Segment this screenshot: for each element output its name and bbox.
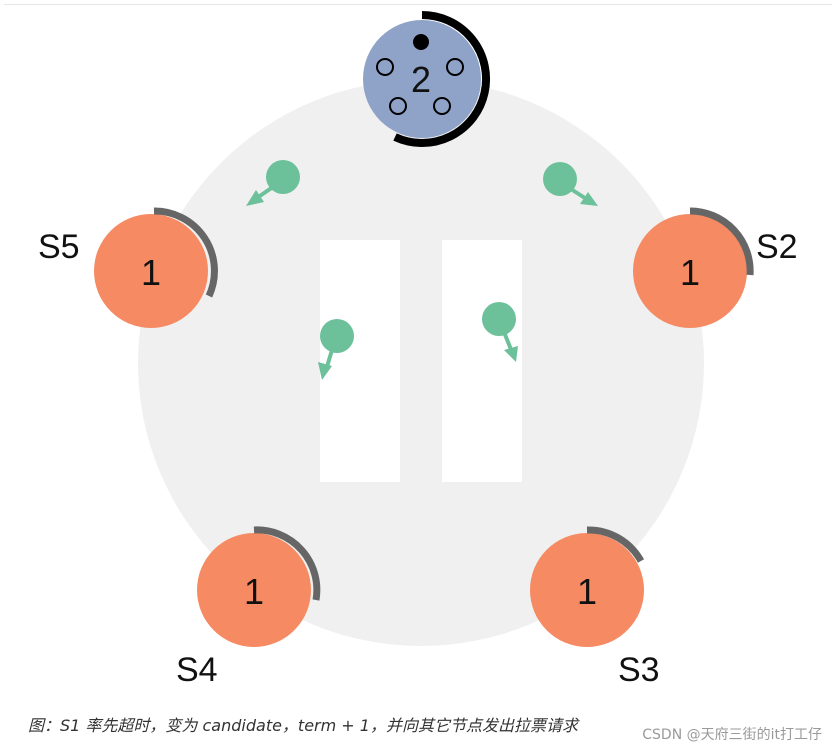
vote-slot-empty — [446, 58, 464, 76]
election-timer-arc-s3 — [586, 526, 645, 563]
server-label-s3: S3 — [618, 651, 660, 689]
term-number-s1: 2 — [411, 59, 431, 100]
server-node-s2: 1 — [633, 207, 754, 328]
election-timer-arc-s1 — [393, 11, 491, 147]
source-watermark: CSDN @天府三街的it打工仔 — [642, 727, 822, 743]
server-node-s3: 1 — [530, 526, 645, 647]
vote-request-message-to-s5 — [246, 160, 300, 206]
top-divider — [4, 4, 832, 5]
raft-election-diagram: 2 1 S5 1 S2 1 S4 1 S3 — [38, 11, 798, 689]
partition-panel-right — [442, 240, 522, 482]
term-number-s2: 1 — [680, 252, 700, 293]
election-timer-arc-s5 — [153, 207, 218, 298]
term-number-s5: 1 — [141, 252, 161, 293]
vote-request-message-to-s4 — [318, 319, 354, 380]
server-label-s2: S2 — [756, 228, 798, 266]
term-number-s4: 1 — [244, 571, 264, 612]
vote-slot-empty — [376, 58, 394, 76]
vote-slot-empty — [389, 97, 407, 115]
election-timer-arc-s4 — [253, 526, 321, 601]
server-label-s4: S4 — [176, 651, 218, 689]
partition-panel-left — [320, 240, 400, 482]
vote-slot-empty — [433, 97, 451, 115]
vote-request-message-to-s3 — [482, 302, 518, 362]
figure-caption: 图：S1 率先超时，变为 candidate，term + 1，并向其它节点发出… — [28, 716, 578, 735]
server-node-s5: 1 — [94, 207, 218, 328]
term-number-s3: 1 — [577, 571, 597, 612]
server-label-s5: S5 — [38, 228, 80, 266]
vote-request-message-to-s2 — [543, 162, 598, 206]
server-node-s4: 1 — [197, 526, 321, 647]
election-timer-arc-s2 — [689, 207, 754, 276]
cluster-ring — [138, 80, 704, 646]
server-node-s1: 2 — [363, 11, 491, 147]
vote-received-dot — [413, 34, 429, 50]
